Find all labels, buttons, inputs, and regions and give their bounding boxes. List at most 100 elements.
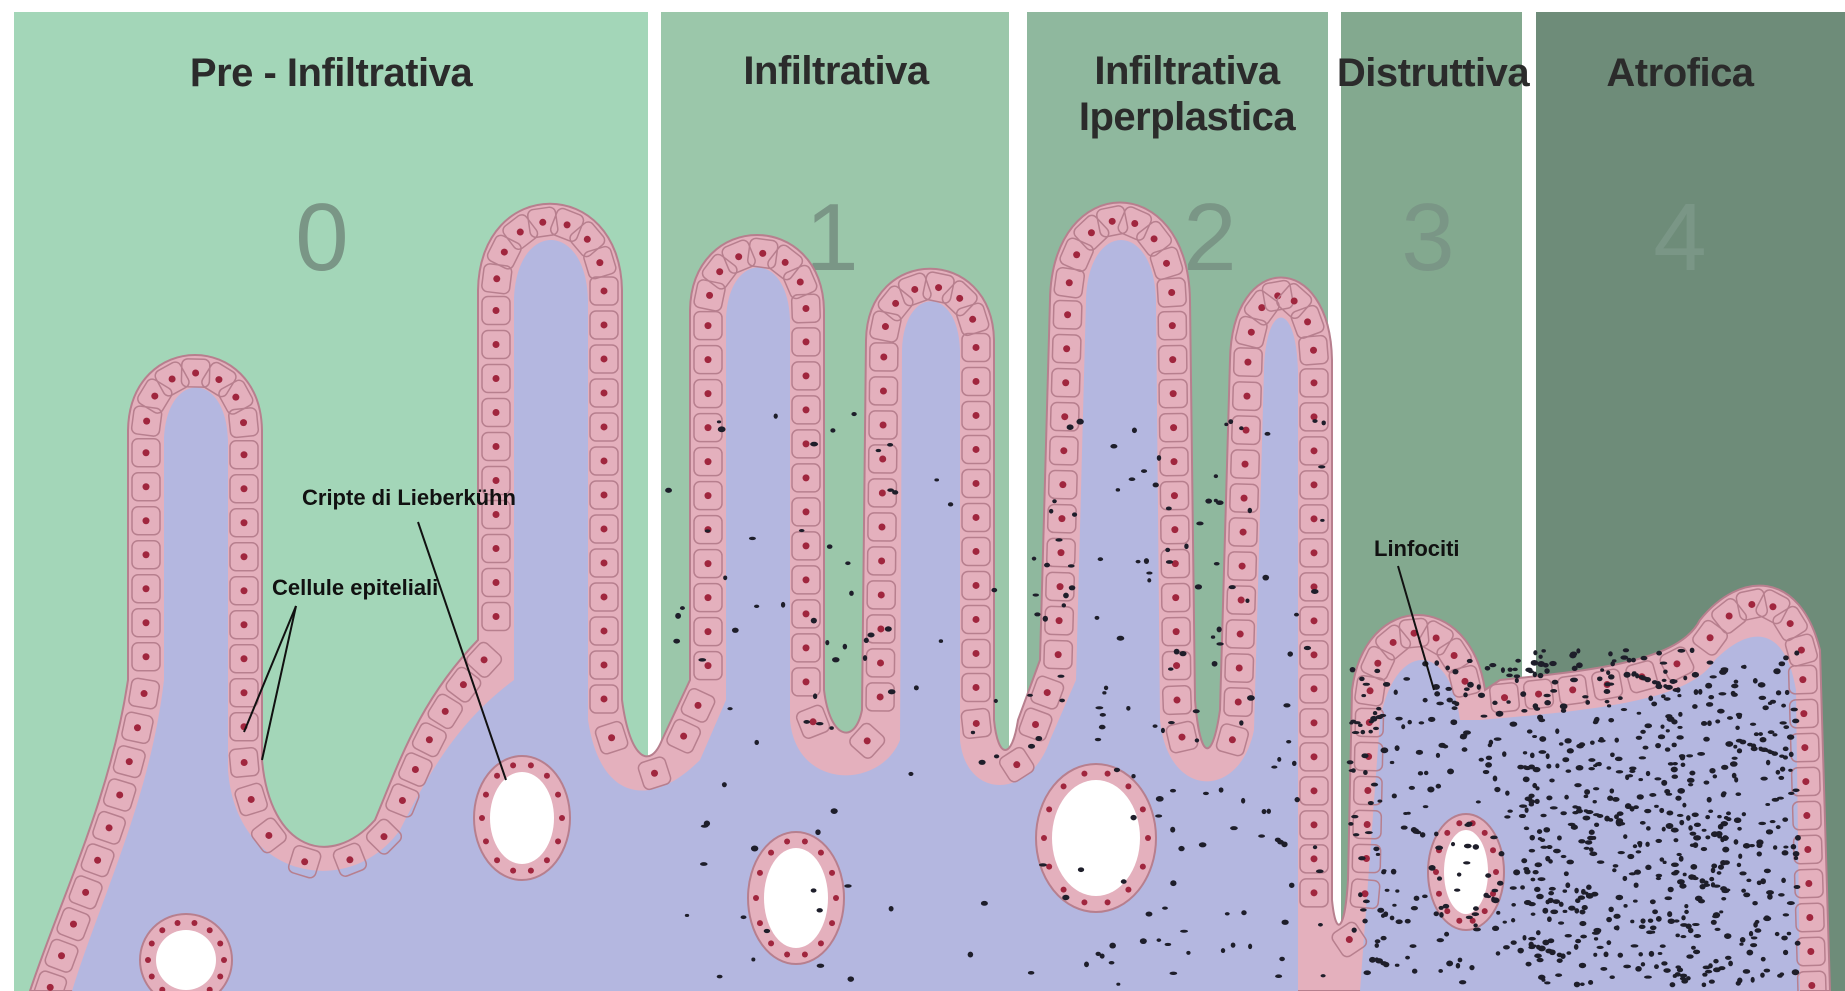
lymphocyte <box>1581 889 1586 895</box>
cell-nucleus <box>126 758 133 765</box>
cell-nucleus <box>1311 719 1318 726</box>
lymphocyte <box>1584 789 1590 795</box>
crypt-cell-nucleus <box>1081 771 1087 777</box>
crypt-cell-nucleus <box>829 870 835 876</box>
lymphocyte <box>1186 951 1190 955</box>
lymphocyte <box>1702 982 1707 987</box>
lymphocyte <box>1677 814 1684 817</box>
lymphocyte <box>1034 612 1040 616</box>
lymphocyte <box>1381 747 1389 753</box>
lymphocyte <box>1376 707 1381 711</box>
lymphocyte <box>885 626 892 631</box>
lymphocyte <box>1718 865 1724 870</box>
lymphocyte <box>1640 821 1646 825</box>
lymphocyte <box>1506 674 1513 678</box>
lymphocyte <box>1630 920 1634 924</box>
lymphocyte <box>1488 743 1492 747</box>
lymphocyte <box>1178 846 1184 851</box>
lymphocyte <box>1749 931 1753 937</box>
cell-nucleus <box>1056 617 1063 624</box>
lymphocyte <box>1737 863 1741 867</box>
lymphocyte <box>1531 660 1538 666</box>
lymphocyte <box>1722 835 1728 841</box>
lymphocyte <box>1700 878 1706 883</box>
cell-nucleus <box>1058 515 1065 522</box>
lymphocyte <box>1766 830 1770 835</box>
lymphocyte <box>1572 805 1578 808</box>
lymphocyte <box>1740 937 1746 943</box>
cell-nucleus <box>143 449 150 456</box>
cell-nucleus <box>803 440 810 447</box>
lymphocyte <box>1721 792 1726 797</box>
lymphocyte <box>1477 684 1481 690</box>
lymphocyte <box>1363 900 1370 904</box>
lymphocyte <box>1781 704 1786 708</box>
lymphocyte <box>1589 830 1595 835</box>
lymphocyte <box>1147 578 1151 582</box>
lymphocyte <box>1588 980 1593 985</box>
lymphocyte <box>1422 894 1428 898</box>
cell-nucleus <box>1311 515 1318 522</box>
crypt-cell-nucleus <box>1444 830 1450 836</box>
lymphocyte <box>1170 827 1175 833</box>
lymphocyte <box>1683 676 1687 681</box>
lymphocyte <box>1584 809 1588 812</box>
lymphocyte <box>851 412 856 416</box>
lymphocyte <box>1561 855 1567 858</box>
lymphocyte <box>1721 765 1728 770</box>
lymphocyte <box>1595 762 1601 766</box>
lymphocyte <box>1473 844 1479 850</box>
crypt-cell-nucleus <box>1140 864 1146 870</box>
lymphocyte <box>1322 420 1326 425</box>
cell-nucleus <box>1064 311 1071 318</box>
lymphocyte <box>1739 943 1743 946</box>
cell-nucleus <box>803 508 810 515</box>
lymphocyte <box>1375 957 1379 961</box>
lymphocyte <box>1756 839 1763 845</box>
lymphocyte <box>1608 718 1614 722</box>
lymphocyte <box>1698 899 1705 903</box>
lymphocyte <box>1146 911 1153 916</box>
lymphocyte <box>1095 706 1103 709</box>
lymphocyte <box>1168 721 1175 724</box>
lymphocyte <box>1248 944 1252 949</box>
lymphocyte <box>1437 876 1442 880</box>
lymphocyte <box>1655 839 1662 843</box>
lymphocyte <box>1510 721 1518 726</box>
lymphocyte <box>1510 886 1517 890</box>
lymphocyte <box>1533 650 1537 655</box>
lymphocyte <box>994 754 999 758</box>
lymphocyte <box>1446 960 1453 966</box>
cell-nucleus <box>1109 218 1116 225</box>
lymphocyte <box>1593 813 1600 816</box>
cell-nucleus <box>803 406 810 413</box>
lymphocyte <box>718 426 726 432</box>
lymphocyte <box>1553 849 1561 854</box>
lymphocyte <box>1586 893 1594 899</box>
lymphocyte <box>1604 682 1610 686</box>
lymphocyte <box>1665 714 1672 718</box>
cell-nucleus <box>1310 347 1317 354</box>
lymphocyte <box>1519 804 1527 807</box>
cell-nucleus <box>143 619 150 626</box>
cell-nucleus <box>973 378 980 385</box>
lymphocyte <box>1451 842 1455 846</box>
lymphocyte <box>1579 742 1586 747</box>
lymphocyte <box>1726 811 1731 815</box>
lymphocyte <box>1792 788 1799 792</box>
lymphocyte <box>1423 698 1428 703</box>
cell-nucleus <box>1172 594 1179 601</box>
lymphocyte <box>1663 670 1668 674</box>
lymphocyte <box>825 640 829 645</box>
lymphocyte <box>1099 725 1106 730</box>
lymphocyte <box>1352 927 1357 932</box>
lymphocyte <box>864 638 869 643</box>
lymphocyte <box>1575 939 1581 943</box>
lymphocyte <box>1734 839 1739 845</box>
lymphocyte <box>1476 800 1481 803</box>
lymphocyte <box>1365 831 1373 834</box>
lymphocyte <box>1629 767 1636 771</box>
lymphocyte <box>1571 825 1578 830</box>
lymphocyte <box>1668 762 1674 765</box>
lymphocyte <box>1547 898 1553 903</box>
